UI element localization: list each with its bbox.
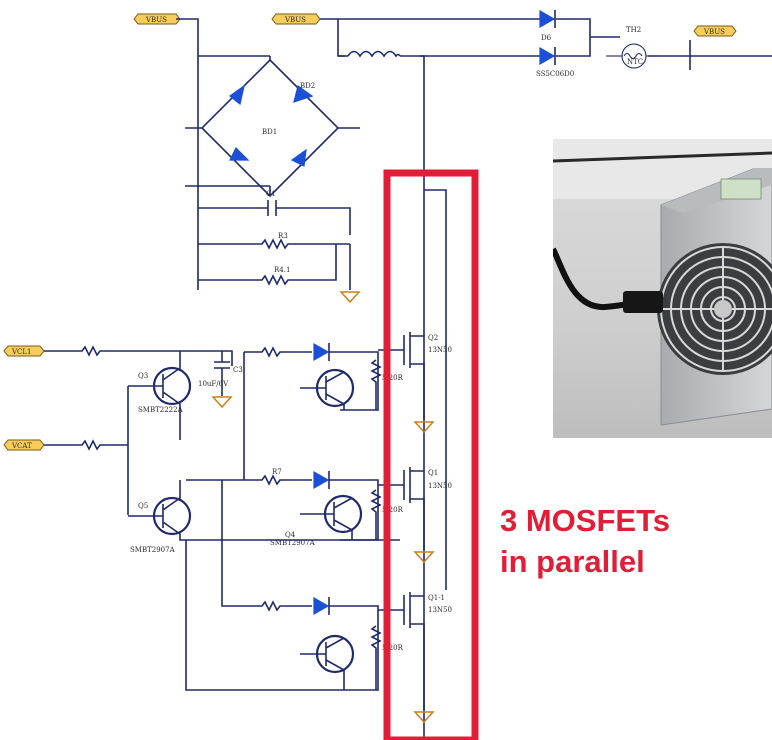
diode-d6b: SS5C06D0 [536,46,574,78]
cap-c1: C1 [198,190,351,235]
diode-d6: D6 [539,9,556,42]
svg-text:Q4: Q4 [285,531,296,539]
svg-text:VBUS: VBUS [145,16,167,24]
svg-text:C3: C3 [233,366,243,374]
port-vbus-left: VBUS [133,13,181,25]
wire-inductor-leads [338,55,425,180]
svg-text:VBUS: VBUS [703,28,725,36]
mosfet-q1: Q1 13N50 [378,467,452,564]
svg-text:5.20R: 5.20R [382,374,404,382]
wire-drain-rail [423,180,447,740]
power-supply-photo [553,139,772,438]
svg-text:NTC: NTC [627,58,643,66]
svg-text:13N50: 13N50 [428,346,452,354]
svg-text:13N50: 13N50 [428,606,452,614]
svg-text:BD1: BD1 [262,128,277,136]
svg-text:Q5: Q5 [138,502,148,510]
wire-bus-mid [320,18,528,57]
svg-text:VCL1: VCL1 [11,348,32,356]
svg-text:SS5C06D0: SS5C06D0 [536,70,574,78]
svg-text:TH2: TH2 [626,26,641,34]
svg-text:SMBT2907A: SMBT2907A [270,539,316,547]
driver-stage-bottom: 5.20R [185,480,404,691]
mosfet-q1-1: Q1-1 13N50 [378,592,452,724]
svg-text:SMBT2907A: SMBT2907A [130,546,176,554]
mosfet-highlight-box [383,169,479,740]
svg-text:C1: C1 [266,190,276,198]
res-r3: R3 [198,232,350,250]
thermistor-th2: TH2 NTC [606,26,660,69]
inductor [347,50,401,58]
port-vcat: VCAT [3,439,128,451]
mosfet-q2: Q2 13N50 [378,332,452,434]
wire-bus-left [176,18,199,290]
wire-output-rail [590,36,772,70]
svg-text:Q1-1: Q1-1 [428,594,445,602]
svg-text:10uF/6V: 10uF/6V [198,380,229,388]
wire-diode-rail [420,18,591,57]
svg-text:Q2: Q2 [428,334,438,342]
port-vbus-mid: VBUS [271,13,321,25]
svg-text:VBUS: VBUS [284,16,306,24]
bridge-rectifier: BD2 BD1 [185,55,360,198]
svg-text:5.20R: 5.20R [382,644,404,652]
svg-text:R4.1: R4.1 [274,266,290,274]
svg-text:5.20R: 5.20R [382,506,404,514]
ground-top [339,244,361,304]
svg-text:13N50: 13N50 [428,482,452,490]
svg-text:R7: R7 [272,468,282,476]
res-r41: R4.1 [198,244,337,286]
driver-stage-mid: R7 5.20R Q4 SMBT2907A [186,468,404,547]
caption-line-1: 3 MOSFETs [500,503,670,538]
mosfet-caption: 3 MOSFETs in parallel [500,500,750,582]
svg-text:VCAT: VCAT [11,442,32,450]
svg-text:Q3: Q3 [138,372,148,380]
port-vcl1: VCL1 [3,345,233,366]
bjt-q5: Q5 SMBT2907A [128,480,400,554]
caption-line-2: in parallel [500,544,645,579]
driver-stage-top: 5.20R [243,342,404,480]
bjt-q3: Q3 SMBT2222A [127,351,192,515]
port-vout-right: VBUS [693,25,737,37]
svg-text:R3: R3 [278,232,288,240]
svg-text:SMBT2222A: SMBT2222A [138,406,184,414]
svg-text:D6: D6 [541,34,552,42]
svg-text:BD2: BD2 [300,82,315,90]
svg-text:Q1: Q1 [428,469,438,477]
cap-c3: C3 10uF/6V [198,351,243,409]
